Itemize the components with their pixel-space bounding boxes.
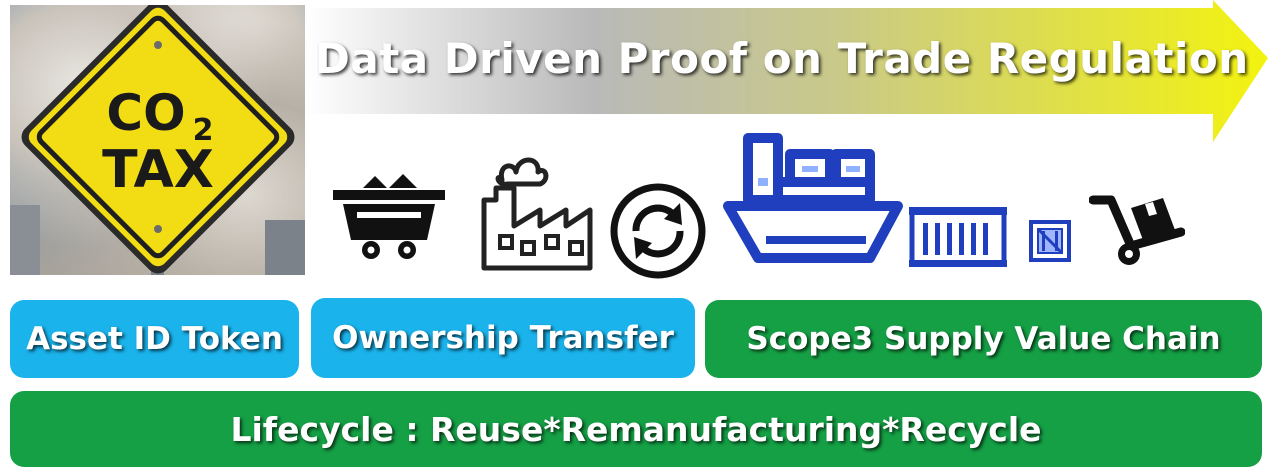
co2-tax-photo: CO 2 TAX [10,5,305,275]
banner-title: Data Driven Proof on Trade Regulation [315,34,1249,83]
asset-id-token-label: Asset ID Token [10,300,299,378]
ownership-transfer-label: Ownership Transfer [311,298,695,378]
lifecycle-label: Lifecycle : Reuse*Remanufacturing*Recycl… [10,391,1262,467]
shipping-container-icon [909,207,1007,267]
factory-icon [481,157,593,271]
cargo-ship-icon [723,133,903,263]
sign-co-text: CO [106,84,185,142]
mine-cart-icon [333,174,445,259]
sign-tax-text: TAX [102,140,214,200]
scope3-supply-value-chain-label: Scope3 Supply Value Chain [705,300,1262,378]
recycle-icon [610,183,706,279]
title-arrow-banner [305,0,1268,142]
sign-subscript-text: 2 [193,113,214,148]
hand-truck-icon [1089,195,1185,265]
small-container-icon [1029,220,1071,262]
